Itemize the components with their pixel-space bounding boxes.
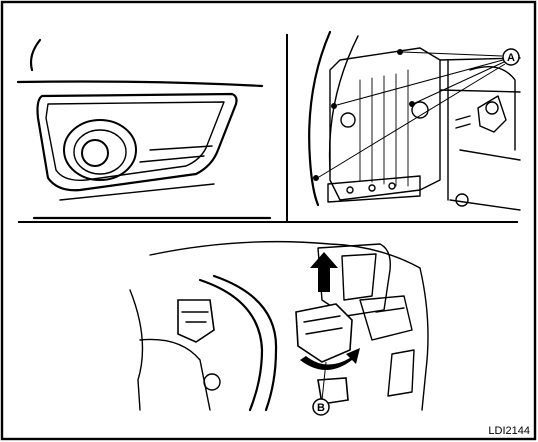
fender-outline bbox=[308, 30, 332, 207]
engine-bay-edge-top bbox=[149, 240, 421, 269]
engine-bay-edge-left bbox=[129, 289, 144, 411]
structure-detail bbox=[455, 95, 507, 133]
callout-b-label: B bbox=[317, 402, 325, 414]
bulb-socket bbox=[295, 303, 353, 363]
bezel-inner-line bbox=[45, 101, 225, 181]
headlamp-housing-detail bbox=[341, 253, 377, 301]
screw-3 bbox=[409, 101, 415, 107]
fog-lamp-housing bbox=[63, 119, 137, 181]
rail-hole-2 bbox=[368, 184, 376, 192]
hose-inner bbox=[212, 274, 278, 412]
engine-bay-edge-right bbox=[419, 267, 429, 411]
callout-b-circle bbox=[312, 398, 330, 416]
bracket-ribs bbox=[359, 69, 409, 187]
structure-boss-1 bbox=[411, 101, 429, 119]
panel-bracket: A bbox=[308, 30, 521, 211]
leader-a-3 bbox=[414, 61, 505, 104]
screw-2 bbox=[331, 103, 337, 109]
pull-up-arrow bbox=[310, 252, 338, 292]
bulb-socket-detail bbox=[303, 315, 343, 335]
left-connector-detail bbox=[181, 311, 209, 323]
bezel-lower-ridge bbox=[149, 145, 213, 151]
bumper-line-top bbox=[16, 80, 264, 88]
leader-a-2 bbox=[336, 59, 504, 106]
bracket-plate bbox=[329, 47, 441, 201]
panel-fog-lamp bbox=[16, 38, 272, 220]
left-bolt bbox=[203, 373, 221, 391]
figure-id: LDI2144 bbox=[488, 425, 530, 437]
callout-a-label: A bbox=[507, 52, 515, 64]
leader-b bbox=[321, 361, 327, 401]
left-pipe bbox=[139, 338, 211, 411]
left-connector bbox=[177, 299, 215, 343]
structure-boss-4 bbox=[455, 193, 469, 207]
bumper-line-upper bbox=[29, 38, 42, 72]
hose-outer bbox=[198, 278, 264, 412]
rail-hole-3 bbox=[388, 182, 396, 190]
fog-lamp-lens bbox=[81, 139, 109, 167]
screw-1 bbox=[397, 49, 403, 55]
leader-a-1 bbox=[402, 51, 503, 57]
callout-a-circle bbox=[502, 48, 520, 66]
bezel-lower-ridge-2 bbox=[139, 155, 205, 163]
fog-lamp-bezel bbox=[36, 92, 238, 192]
lower-clip bbox=[317, 377, 349, 405]
leader-a-4 bbox=[318, 63, 506, 178]
rail-hole-1 bbox=[346, 186, 354, 194]
screw-4 bbox=[313, 175, 319, 181]
structure-boss-2 bbox=[340, 112, 356, 128]
rotate-arrow bbox=[300, 348, 360, 370]
panel-bulb-socket: B bbox=[129, 240, 429, 416]
headlamp-housing bbox=[317, 243, 391, 317]
bracket-bottom-rail bbox=[327, 175, 421, 203]
fog-lamp-ring bbox=[73, 129, 127, 175]
structure-boss-3 bbox=[485, 101, 499, 115]
bezel-lower-edge bbox=[59, 183, 215, 201]
right-components bbox=[359, 295, 415, 397]
structure-right bbox=[439, 57, 521, 211]
